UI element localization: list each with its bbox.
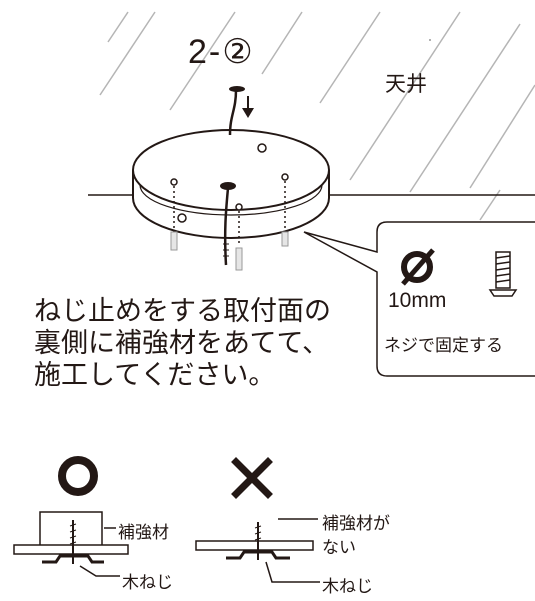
instruction-line: ねじ止めをする取付面の bbox=[34, 296, 331, 327]
screw-icon bbox=[488, 251, 518, 297]
callout-box bbox=[303, 221, 535, 377]
incorrect-mark-icon bbox=[231, 457, 273, 499]
incorrect-example-diagram bbox=[195, 518, 320, 583]
screws-bottom bbox=[170, 231, 289, 271]
ceiling-base bbox=[132, 129, 330, 239]
down-arrow-icon bbox=[242, 96, 254, 118]
reinforcement-label: 補強材 bbox=[118, 523, 169, 543]
ceiling-hatching bbox=[99, 11, 535, 221]
wood-screw-label-correct: 木ねじ bbox=[122, 573, 173, 593]
correct-mark-icon bbox=[58, 456, 98, 496]
instruction-line: 裏側に補強材をあてて、 bbox=[34, 328, 330, 359]
power-cord bbox=[228, 89, 238, 136]
ceiling-label: 天井 bbox=[385, 72, 427, 96]
correct-example-diagram bbox=[13, 511, 129, 577]
reinforcement-block bbox=[39, 511, 103, 547]
screw-guides bbox=[173, 181, 286, 245]
no-reinforcement-label-line2: ない bbox=[322, 538, 356, 558]
screw-dimension: 10mm bbox=[388, 289, 447, 312]
diameter-icon bbox=[401, 248, 435, 286]
step-label: 2-② bbox=[188, 33, 255, 71]
wood-screw-label-incorrect: 木ねじ bbox=[322, 577, 373, 597]
instruction-line: 施工してください。 bbox=[34, 360, 276, 391]
no-reinforcement-label-line1: 補強材が bbox=[322, 514, 390, 534]
instruction-text: ねじ止めをする取付面の 裏側に補強材をあてて、 施工してください。 bbox=[34, 296, 331, 392]
fix-instruction: ネジで固定する bbox=[384, 336, 503, 356]
